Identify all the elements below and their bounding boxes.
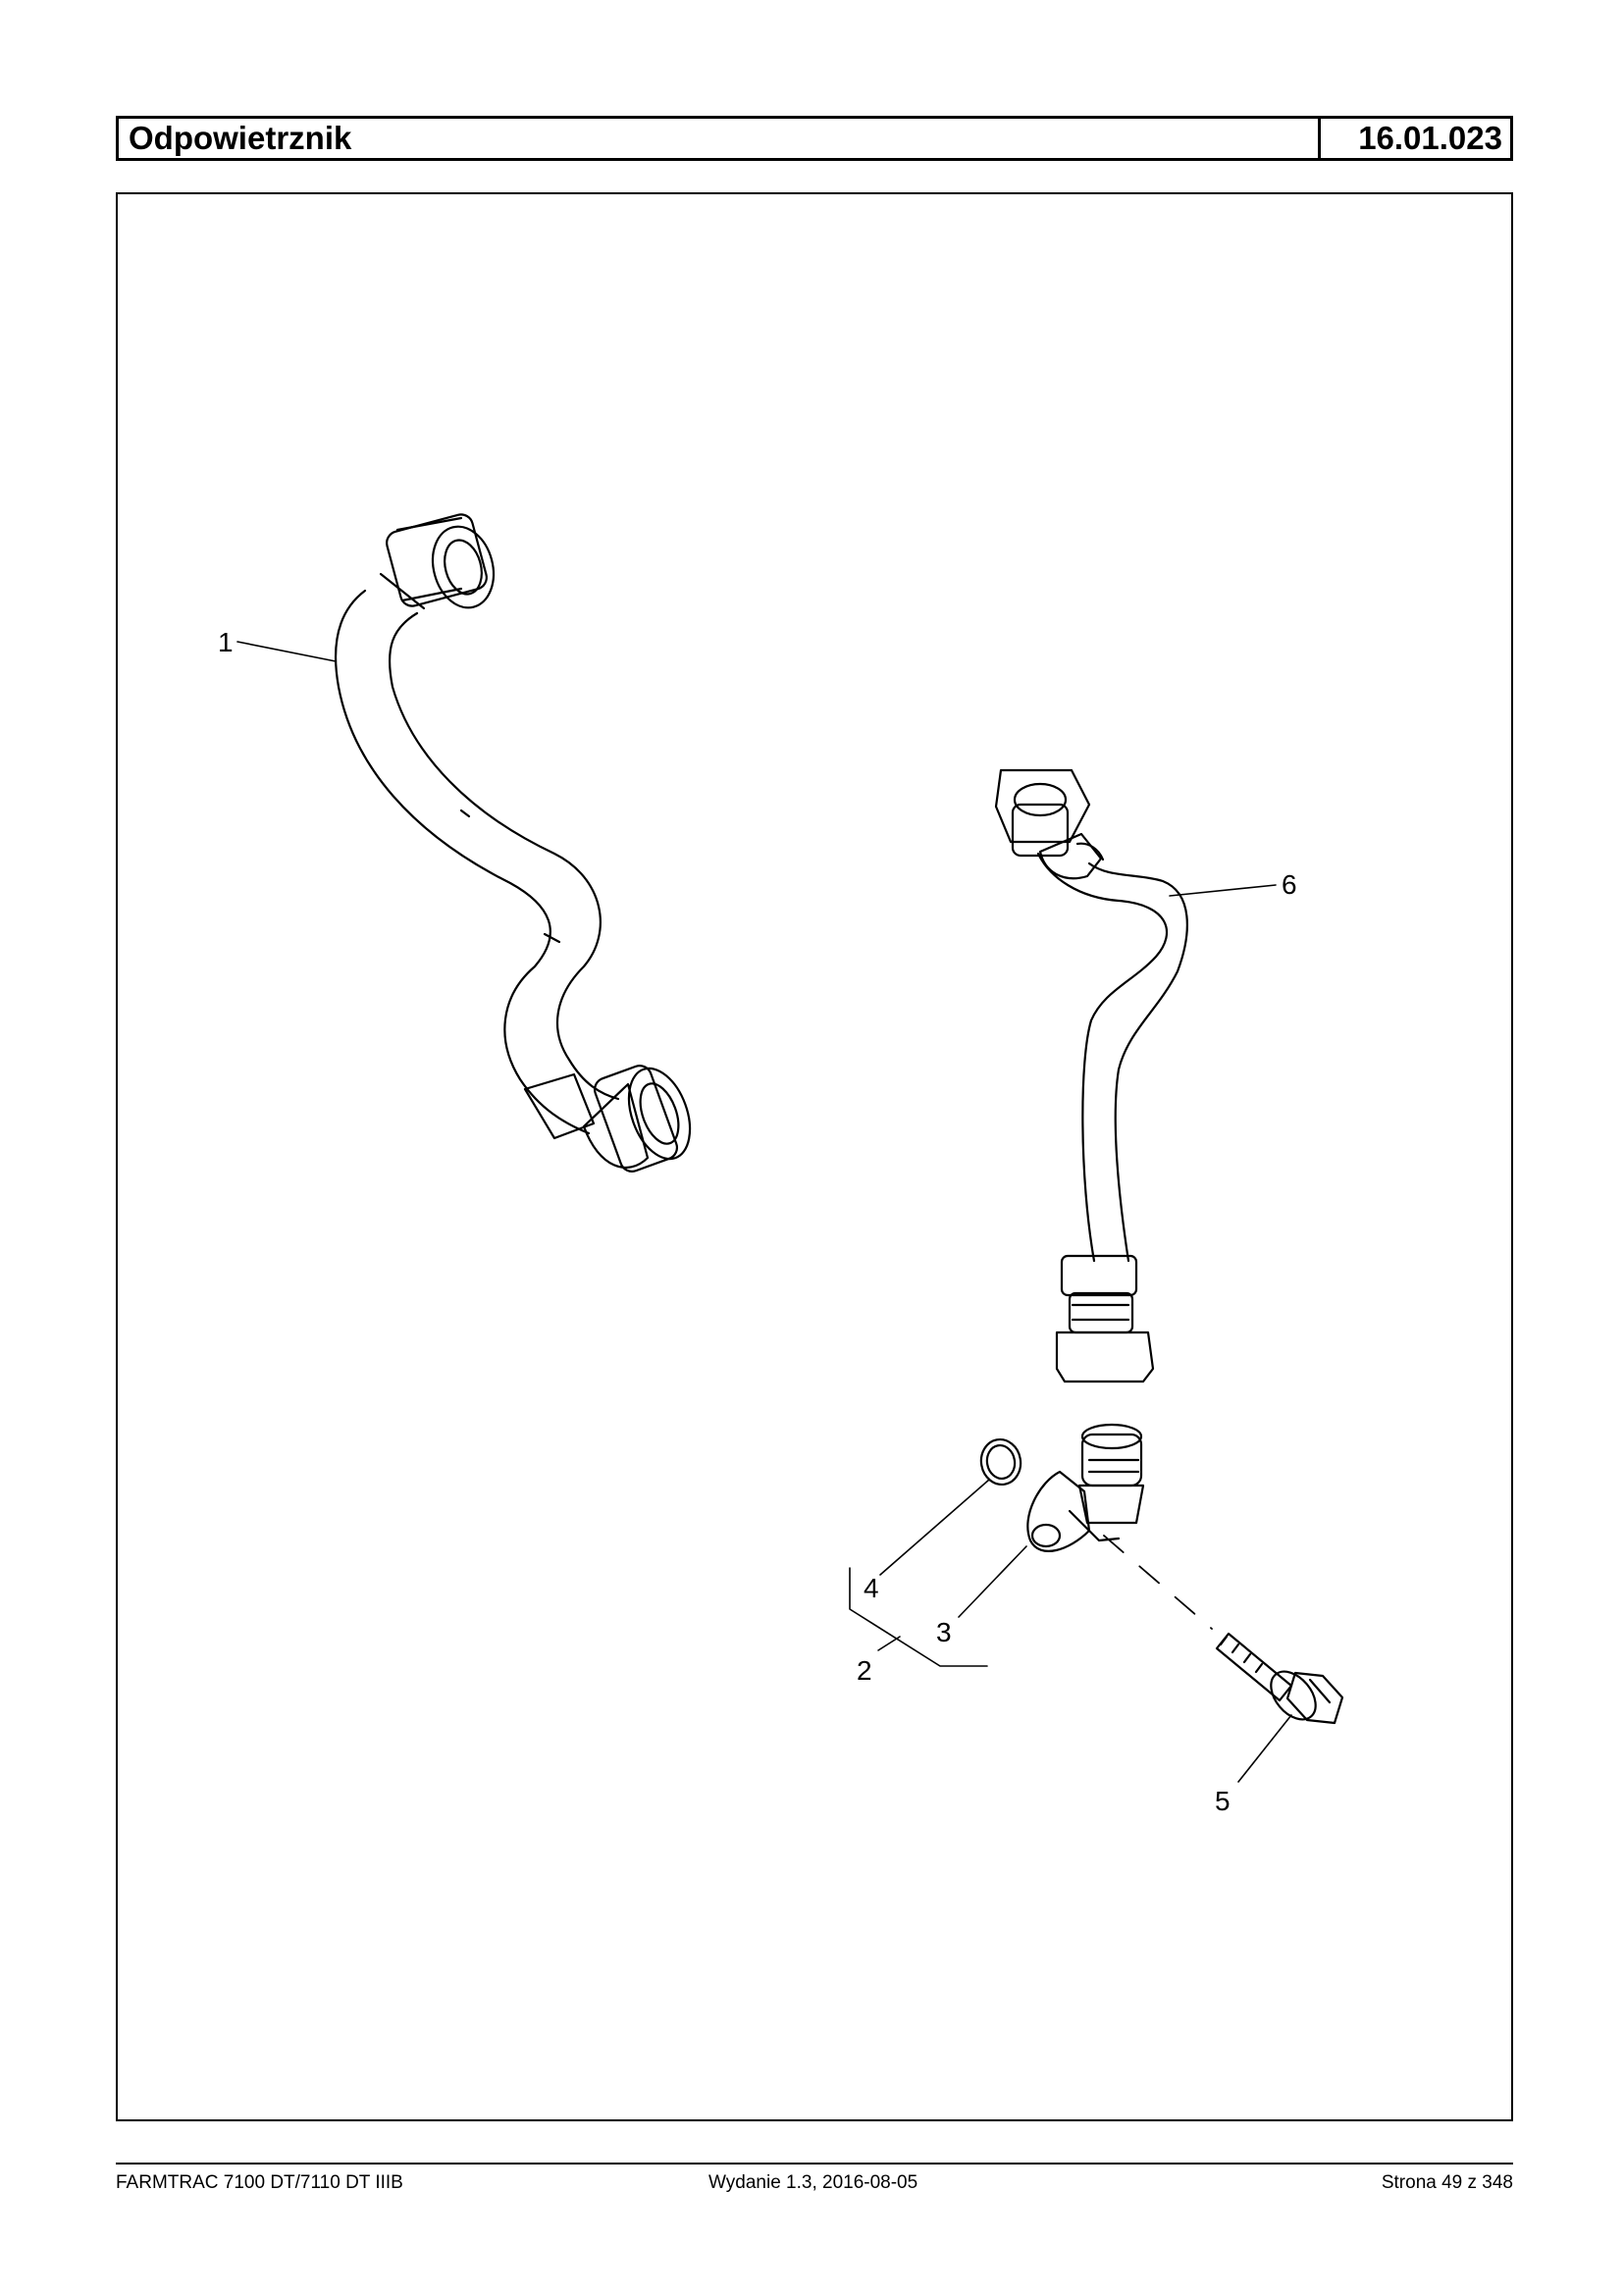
callout-4: 4 [864,1573,879,1603]
section-code: 16.01.023 [1318,119,1510,158]
footer-page-number: Strona 49 z 348 [1381,2172,1513,2193]
callout-2: 2 [857,1655,872,1686]
bolt-part-5 [1215,1632,1344,1725]
callout-1: 1 [218,627,234,657]
page-title: Odpowietrznik [129,120,352,156]
callout-6: 6 [1282,869,1297,900]
hose-part-1 [335,513,692,1173]
hose-part-6 [994,768,1188,1383]
footer-model: FARMTRAC 7100 DT/7110 DT IIIB [116,2172,403,2193]
callout-5: 5 [1215,1786,1231,1816]
assembly-line [1103,1535,1213,1630]
o-ring-part-4 [979,1437,1022,1487]
leader-lines [236,641,1292,1783]
page-header: Odpowietrznik 16.01.023 [116,116,1513,161]
drawing-frame [116,192,1513,2121]
fitting-part-3 [1026,1423,1145,1552]
footer-edition: Wydanie 1.3, 2016-08-05 [708,2172,918,2193]
callout-3: 3 [936,1617,952,1647]
footer-divider [116,2163,1513,2165]
